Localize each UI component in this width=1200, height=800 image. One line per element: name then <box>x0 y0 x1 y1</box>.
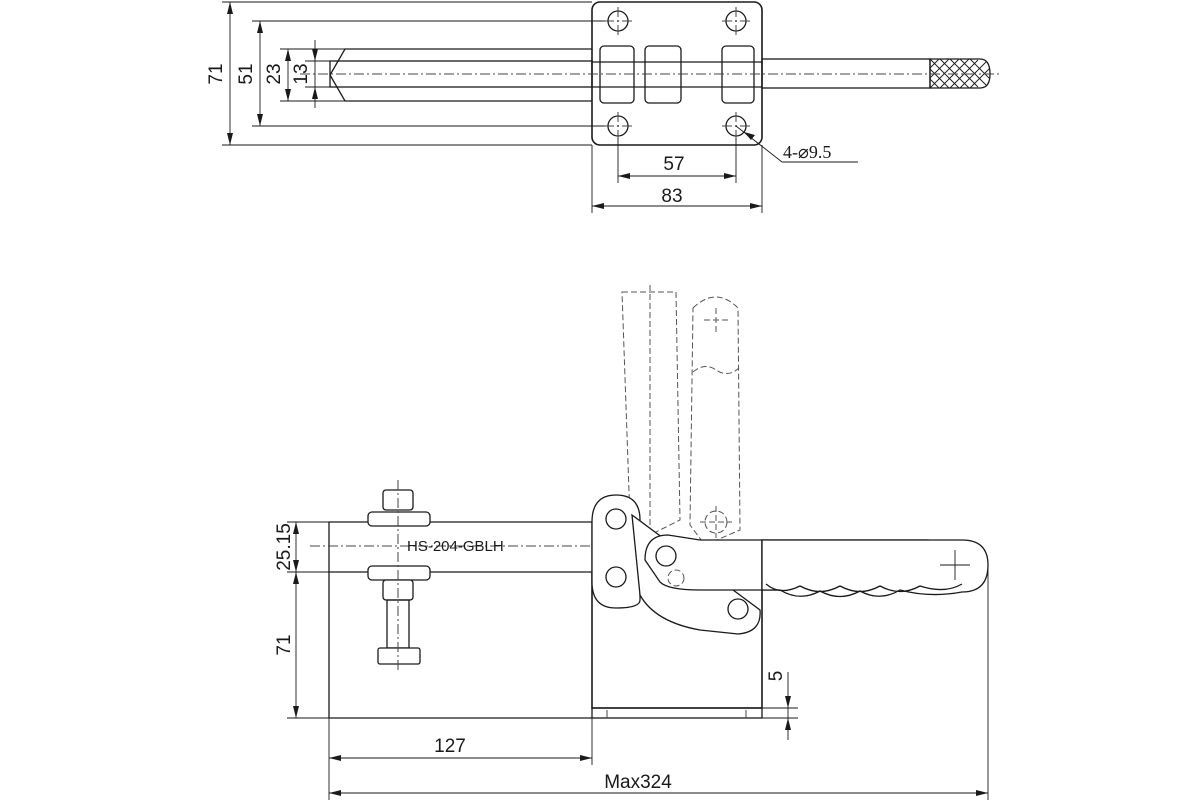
dim-arm-height: 23 <box>264 63 285 84</box>
dim-base-height: 51 <box>236 63 257 84</box>
side-pivot-lobe <box>591 494 641 609</box>
pivot-hole-upper <box>605 508 627 530</box>
spindle-head <box>377 647 421 665</box>
dim-total-height: 71 <box>206 63 227 84</box>
dim-base-thickness: 5 <box>766 671 787 682</box>
dim-max-length: Max324 <box>604 772 672 793</box>
dim-slot-height: 13 <box>291 63 312 84</box>
model-label: HS-204-GBLH <box>407 538 504 555</box>
dim-spindle-offset: 127 <box>434 736 466 757</box>
hole-callout: 4-⌀9.5 <box>783 142 831 162</box>
spindle-washer-bottom <box>367 565 431 581</box>
side-handle-grip <box>761 539 989 598</box>
link-hole <box>727 598 749 620</box>
side-base-plate <box>591 707 763 719</box>
hub-hole <box>655 545 677 567</box>
spindle-washer-top <box>367 511 431 527</box>
top-handle-knurl <box>929 58 990 89</box>
top-view: 71 51 23 13 57 83 4-⌀9.5 <box>206 1 1000 213</box>
side-handle-hub <box>644 534 763 591</box>
dim-base-width: 83 <box>661 186 682 207</box>
dim-hole-spacing: 57 <box>663 154 684 175</box>
dim-side-arm-height: 25.15 <box>274 523 295 571</box>
side-view: HS-204-GBLH <box>274 285 989 800</box>
dim-side-base-height: 71 <box>274 634 295 655</box>
pivot-hole-lower <box>605 566 627 588</box>
top-arm <box>329 48 592 102</box>
